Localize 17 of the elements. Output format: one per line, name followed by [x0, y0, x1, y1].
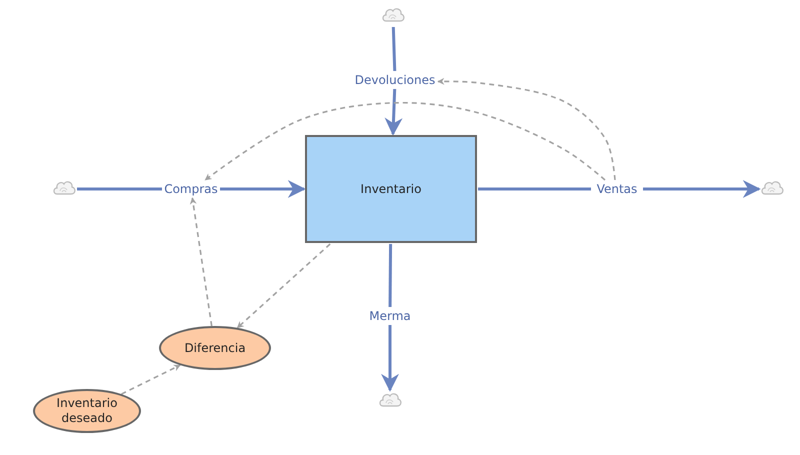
link-arrow: [121, 364, 181, 395]
flow-pipe: [220, 180, 306, 198]
link-arrow: [437, 78, 616, 180]
flow-pipe: [478, 188, 591, 190]
link-arrow: [190, 197, 212, 326]
flow-pipe: [388, 244, 392, 308]
variable-ellipse: Diferencia: [159, 326, 271, 370]
flow-pipe: [392, 26, 396, 72]
flow-pipe: [643, 180, 761, 198]
flow-pipe: [77, 188, 162, 190]
flow-label: Compras: [163, 181, 219, 197]
variable-ellipse: Inventario deseado: [33, 389, 141, 433]
flow-pipe: [381, 325, 399, 392]
stock-box: Inventario: [305, 135, 477, 243]
link-arrow: [236, 243, 331, 328]
link-arrow: [204, 102, 606, 181]
flow-pipe: [384, 88, 403, 136]
